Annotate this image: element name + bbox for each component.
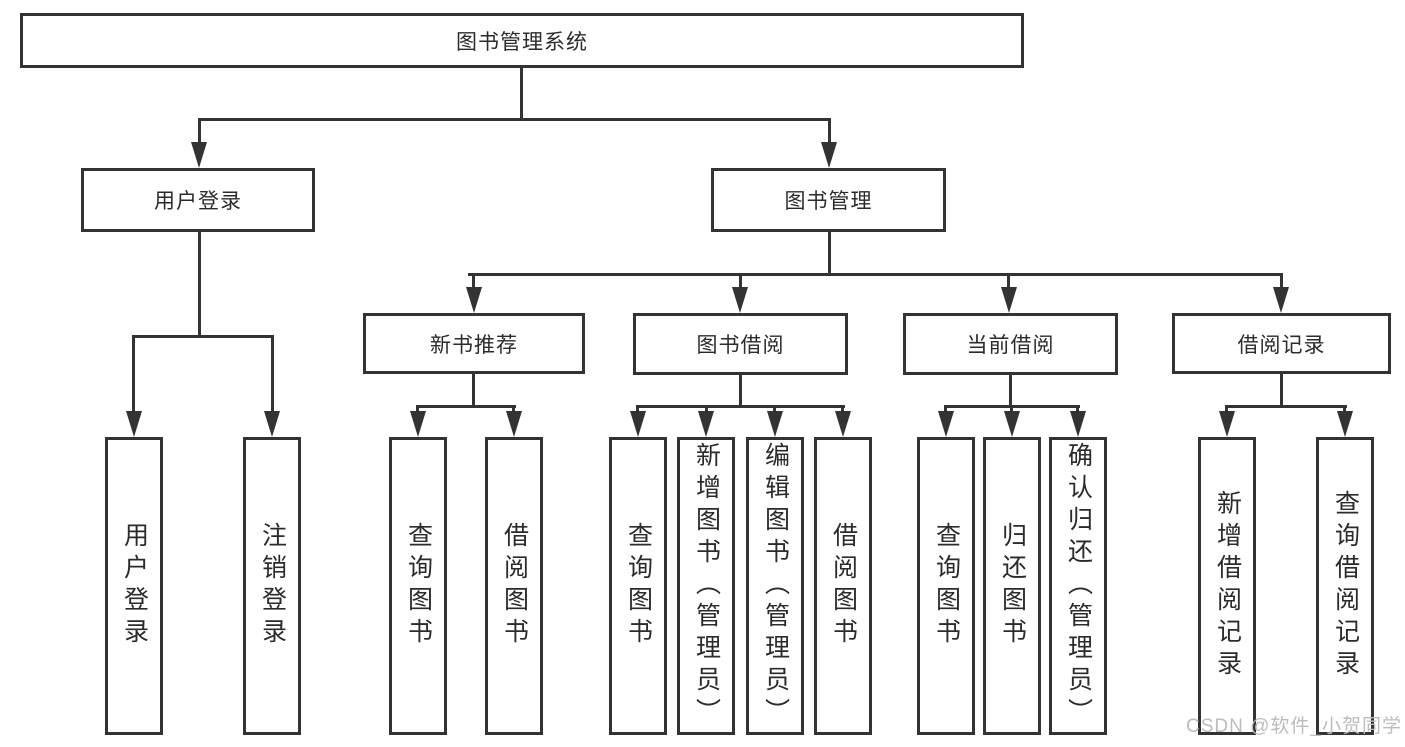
arrow-down-icon [264, 411, 280, 437]
leaf-query-books-current: 查询图书 [917, 437, 975, 735]
node-label: 图书借阅 [696, 334, 785, 357]
edge-vline [739, 273, 742, 289]
edge-vline [773, 405, 776, 413]
edge-vline [636, 405, 639, 413]
edge-vline [1076, 405, 1079, 413]
leaf-label: 借阅图书 [829, 522, 858, 650]
node-label: 图书管理 [784, 190, 873, 213]
csdn-watermark: CSDN @软件_小贺同学 [1186, 716, 1402, 737]
arrow-down-icon [630, 411, 646, 437]
edge-vline [1225, 405, 1228, 413]
leaf-query-borrow-record: 查询借阅记录 [1316, 437, 1374, 735]
arrow-down-icon [835, 411, 851, 437]
edge-hline [636, 405, 845, 408]
edge-hline [198, 118, 831, 121]
arrow-down-icon [767, 411, 783, 437]
leaf-label: 查询借阅记录 [1331, 490, 1360, 682]
node-label: 新书推荐 [430, 333, 518, 357]
edge-vline [944, 405, 947, 413]
node-label: 用户登录 [154, 190, 242, 213]
leaf-label: 查询图书 [932, 522, 961, 650]
leaf-label: 用户登录 [120, 522, 149, 650]
edge-hline [416, 405, 516, 408]
edge-vline [271, 335, 274, 411]
arrow-down-icon [1219, 411, 1235, 437]
edge-vline [198, 118, 201, 144]
arrow-down-icon [821, 142, 837, 168]
leaf-label: 归还图书 [998, 522, 1027, 650]
node-current-borrow: 当前借阅 [903, 313, 1118, 375]
edge-vline [1343, 405, 1346, 413]
arrow-down-icon [1070, 411, 1086, 437]
leaf-label: 注销登录 [258, 522, 287, 650]
edge-vline [198, 232, 201, 338]
edge-vline [739, 375, 742, 408]
arrow-down-icon [938, 411, 954, 437]
edge-vline [828, 118, 831, 144]
edge-vline [472, 374, 475, 408]
edge-vline [416, 405, 419, 413]
edge-vline [472, 273, 475, 289]
edge-hline [468, 273, 1282, 276]
node-label: 图书管理系统 [456, 30, 588, 54]
leaf-return-books: 归还图书 [983, 437, 1041, 735]
leaf-borrow-books: 借阅图书 [814, 437, 872, 735]
edge-vline [1009, 375, 1012, 408]
edge-hline [1225, 405, 1347, 408]
leaf-add-borrow-record: 新增借阅记录 [1198, 437, 1256, 735]
node-book-management: 图书管理 [711, 168, 946, 232]
arrow-down-icon [1001, 287, 1017, 313]
edge-vline [828, 232, 831, 276]
arrow-down-icon [1337, 411, 1353, 437]
leaf-query-books-recommend: 查询图书 [389, 437, 447, 735]
edge-vline [512, 405, 515, 413]
leaf-query-books-borrow: 查询图书 [609, 437, 667, 735]
arrow-down-icon [191, 142, 207, 168]
arrow-down-icon [732, 287, 748, 313]
leaf-user-login: 用户登录 [105, 437, 163, 735]
edge-vline [1007, 273, 1010, 289]
node-book-borrow: 图书借阅 [633, 313, 848, 375]
arrow-down-icon [466, 287, 482, 313]
edge-vline [705, 405, 708, 413]
leaf-label: 编辑图书（管理员） [761, 442, 790, 730]
arrow-down-icon [698, 411, 714, 437]
leaf-label: 确认归还（管理员） [1064, 442, 1093, 730]
leaf-label: 查询图书 [624, 522, 653, 650]
leaf-label: 借阅图书 [500, 522, 529, 650]
arrow-down-icon [410, 411, 426, 437]
edge-vline [1280, 273, 1283, 289]
edge-vline [520, 68, 523, 121]
node-root-library-system: 图书管理系统 [20, 13, 1024, 68]
leaf-label: 新增借阅记录 [1213, 490, 1242, 682]
leaf-logout: 注销登录 [243, 437, 301, 735]
node-user-login: 用户登录 [81, 168, 315, 232]
node-new-book-recommend: 新书推荐 [363, 313, 585, 374]
edge-hline [132, 335, 274, 338]
leaf-label: 查询图书 [404, 522, 433, 650]
leaf-add-book-admin: 新增图书（管理员） [677, 437, 735, 735]
edge-vline [1280, 374, 1283, 408]
arrow-down-icon [1273, 287, 1289, 313]
arrow-down-icon [126, 411, 142, 437]
edge-vline [132, 335, 135, 411]
leaf-confirm-return-admin: 确认归还（管理员） [1049, 437, 1107, 735]
leaf-edit-book-admin: 编辑图书（管理员） [746, 437, 804, 735]
edge-vline [841, 405, 844, 413]
node-label: 借阅记录 [1237, 333, 1326, 357]
node-borrow-record: 借阅记录 [1172, 313, 1391, 374]
node-label: 当前借阅 [966, 334, 1055, 357]
arrow-down-icon [1004, 411, 1020, 437]
leaf-label: 新增图书（管理员） [692, 442, 721, 730]
edge-vline [1010, 405, 1013, 413]
arrow-down-icon [506, 411, 522, 437]
leaf-borrow-books-recommend: 借阅图书 [485, 437, 543, 735]
